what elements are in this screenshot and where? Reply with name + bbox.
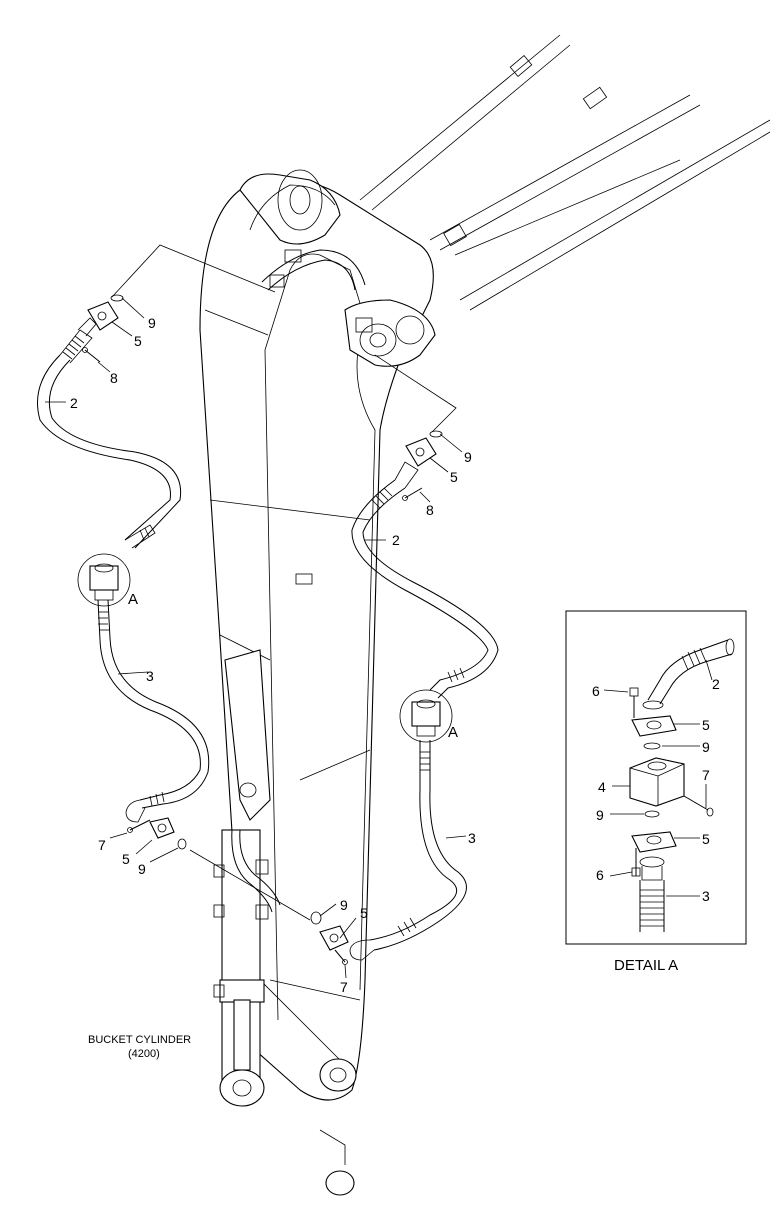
- bucket-cylinder-number: (4200): [128, 1048, 160, 1060]
- label-detail-9b: 9: [596, 807, 604, 823]
- label-detail-6b: 6: [596, 867, 604, 883]
- label-left-5b: 5: [122, 851, 130, 867]
- label-left-3: 3: [146, 668, 154, 684]
- label-right-9b: 9: [340, 897, 348, 913]
- label-detail-5a: 5: [702, 717, 710, 733]
- label-left-2: 2: [70, 395, 78, 411]
- bucket-cylinder: [213, 829, 281, 1107]
- label-right-3: 3: [468, 830, 476, 846]
- label-left-7: 7: [98, 837, 106, 853]
- label-detail-4: 4: [598, 779, 606, 795]
- label-left-9b: 9: [138, 861, 146, 877]
- right-hose-assembly: [310, 430, 499, 979]
- detail-a-box: [565, 610, 747, 945]
- label-left-5: 5: [134, 333, 142, 349]
- label-detail-5b: 5: [702, 831, 710, 847]
- label-detail-3: 3: [702, 888, 710, 904]
- left-hose-assembly: [37, 294, 210, 863]
- label-detail-7: 7: [702, 767, 710, 783]
- label-right-9: 9: [464, 449, 472, 465]
- label-right-7: 7: [340, 979, 348, 995]
- label-detail-6a: 6: [592, 683, 600, 699]
- label-right-2: 2: [392, 532, 400, 548]
- label-left-9: 9: [148, 315, 156, 331]
- label-right-5b: 5: [360, 905, 368, 921]
- label-right-8: 8: [426, 502, 434, 518]
- label-right-A: A: [448, 724, 458, 741]
- label-right-5: 5: [450, 469, 458, 485]
- bucket-cylinder-label: BUCKET CYLINDER: [88, 1034, 191, 1046]
- label-left-A: A: [128, 591, 138, 608]
- label-detail-2: 2: [712, 676, 720, 692]
- label-detail-9a: 9: [702, 739, 710, 755]
- detail-title: DETAIL A: [614, 957, 678, 974]
- label-left-8: 8: [110, 370, 118, 386]
